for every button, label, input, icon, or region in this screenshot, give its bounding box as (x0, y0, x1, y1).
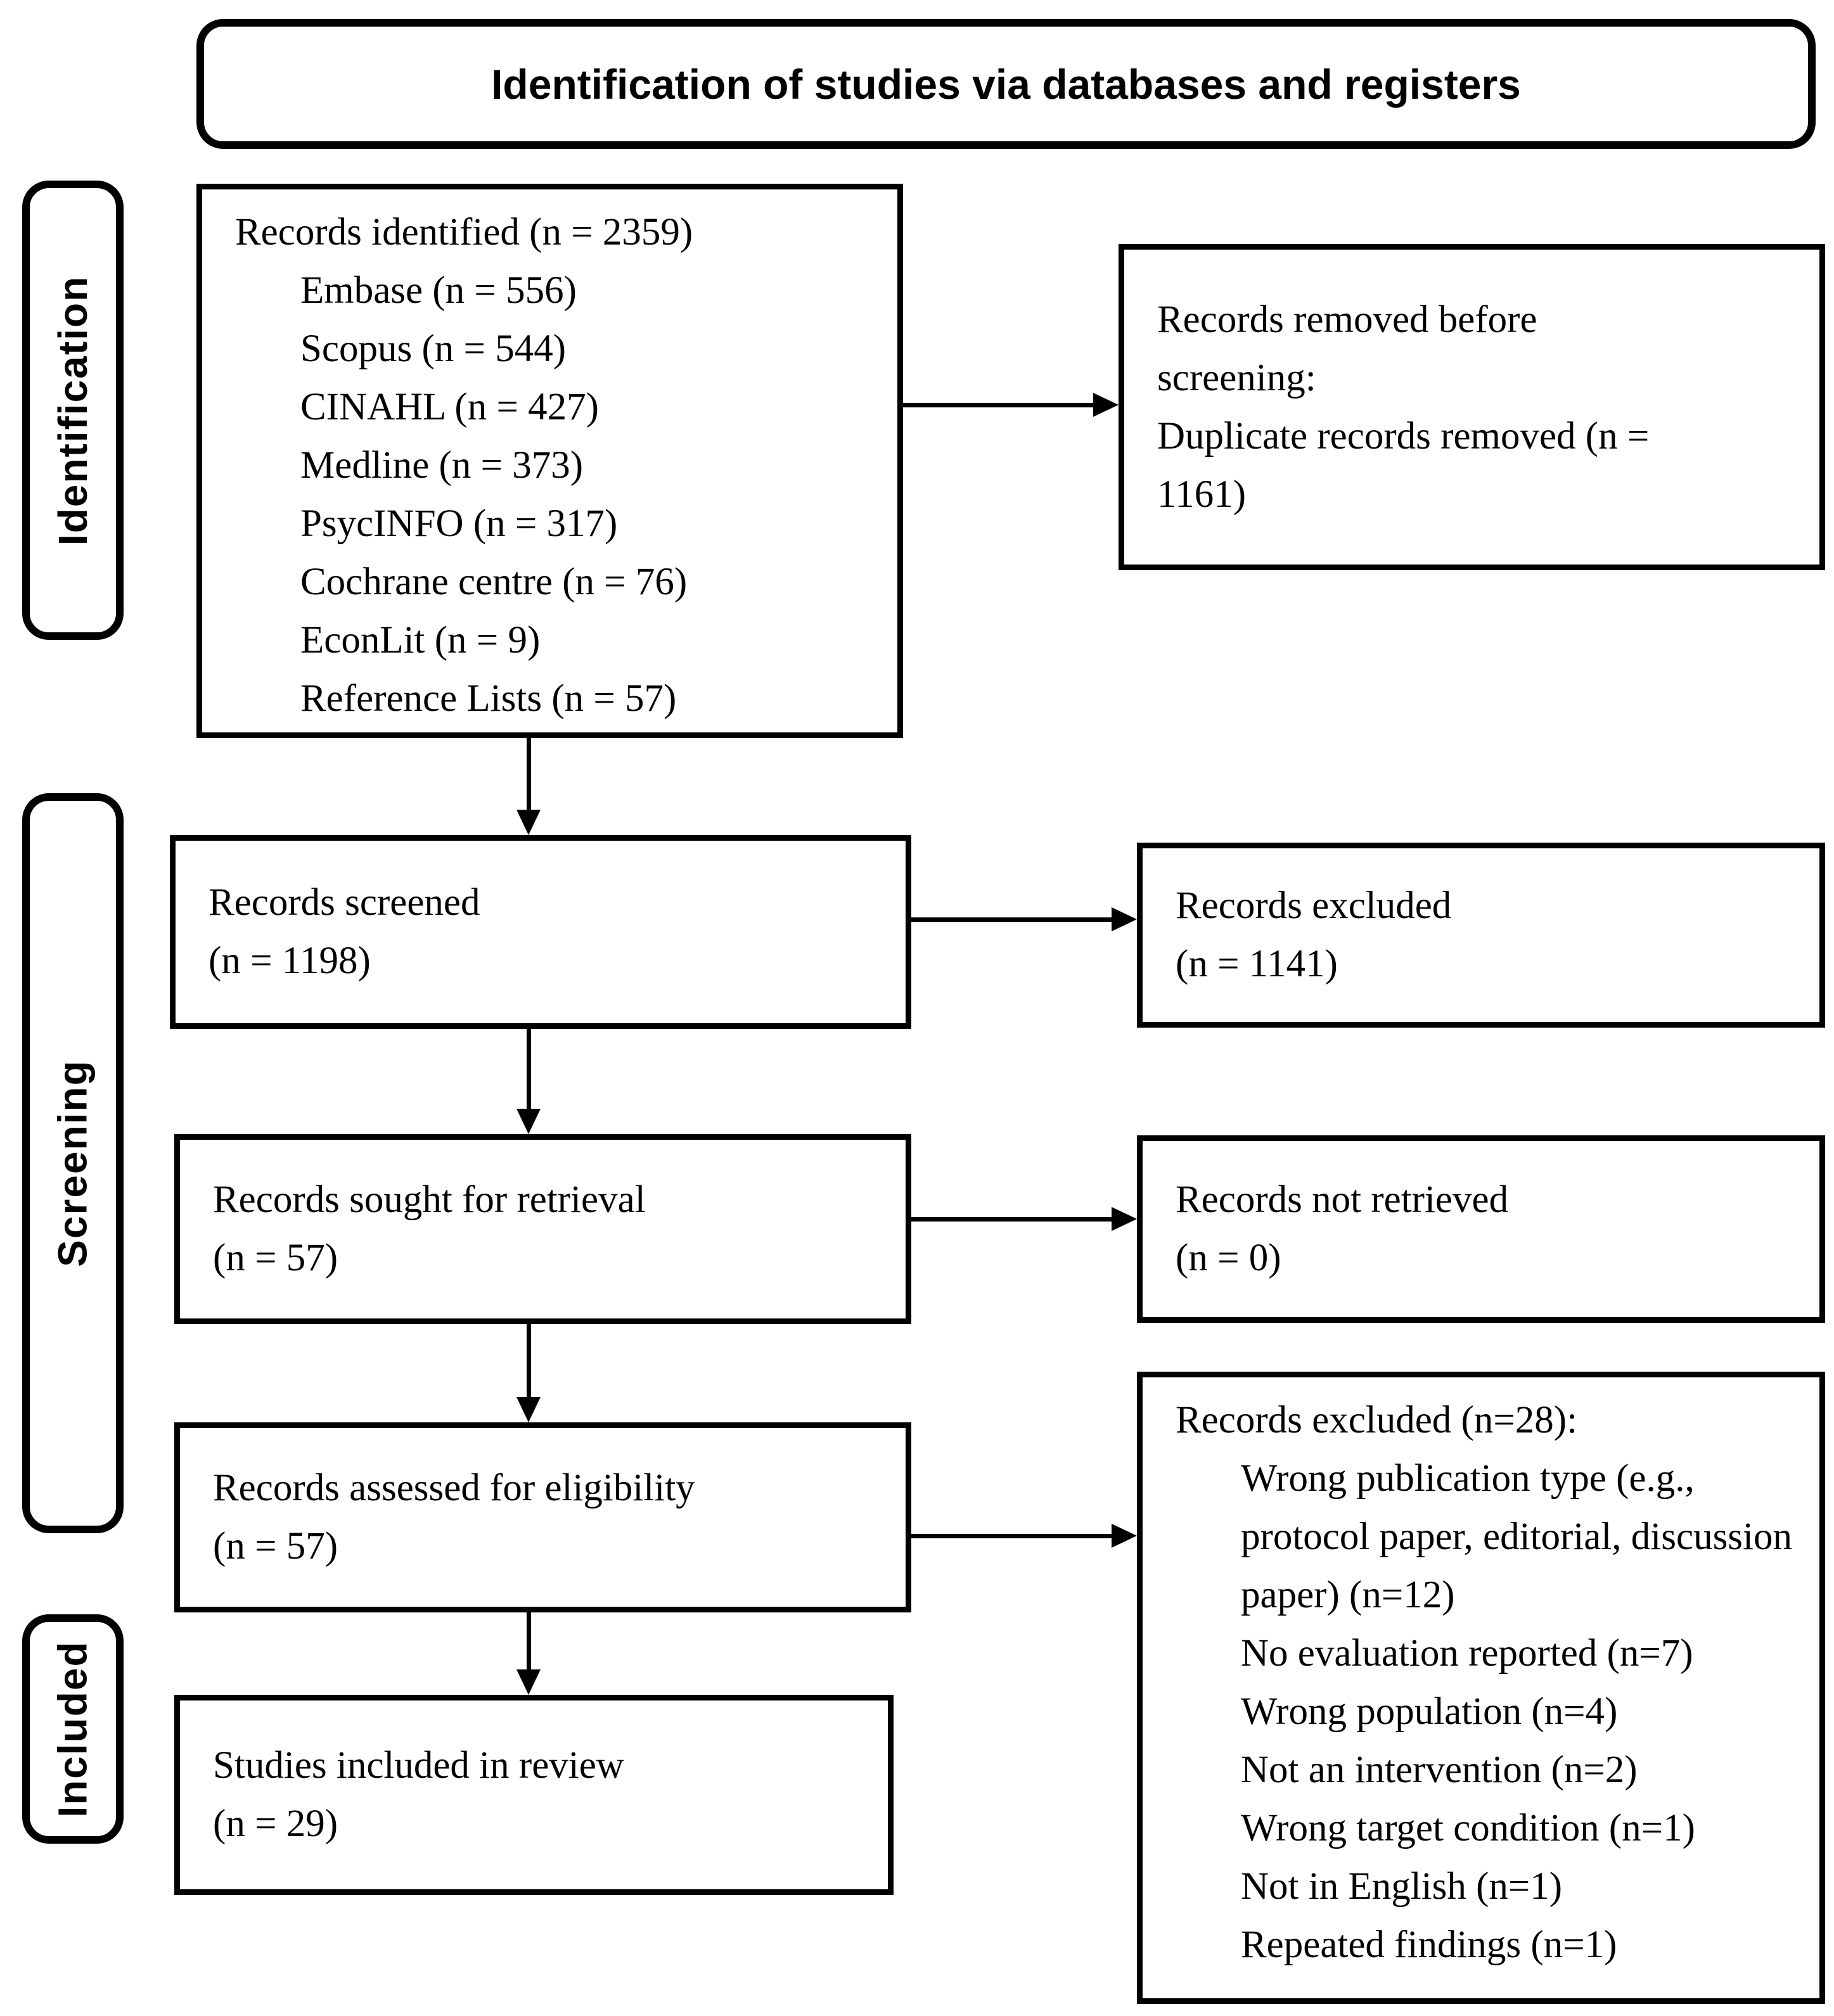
stage-label-screening: Screening (22, 793, 124, 1533)
arrowhead-right-icon (1112, 1524, 1137, 1548)
arrow-shaft (911, 1217, 1114, 1222)
box-records-not-retrieved: Records not retrieved (n = 0) (1137, 1135, 1825, 1323)
box-line: (n = 57) (213, 1525, 338, 1567)
records-identified-header: Records identified (n = 2359) (235, 211, 693, 253)
box-line: (n = 1198) (208, 940, 371, 982)
arrowhead-down-icon (516, 810, 541, 835)
reason-no-evaluation: No evaluation reported (n=7) (1241, 1632, 1693, 1675)
arrow-sought-to-assessed (516, 1324, 541, 1422)
box-line: (n = 1141) (1176, 943, 1338, 985)
box-records-excluded: Records excluded (n = 1141) (1137, 843, 1825, 1028)
box-records-sought-for-retrieval: Records sought for retrieval (n = 57) (174, 1134, 911, 1324)
stage-label-identification: Identification (22, 181, 124, 640)
stage-label-included: Included (22, 1614, 124, 1844)
box-line: Records not retrieved (1176, 1178, 1509, 1221)
box-records-screened: Records screened (n = 1198) (170, 835, 911, 1029)
arrow-assessed-to-included (516, 1612, 541, 1695)
box-records-assessed-for-eligibility: Records assessed for eligibility (n = 57… (174, 1422, 911, 1612)
stage-label-text: Screening (50, 1059, 96, 1267)
arrow-identified-to-screened (516, 738, 541, 835)
source-cochrane: Cochrane centre (n = 76) (300, 561, 688, 603)
reason-repeated-findings: Repeated findings (n=1) (1241, 1923, 1617, 1966)
box-records-removed-before-screening: Records removed before screening: Duplic… (1119, 244, 1825, 570)
box-line: Records assessed for eligibility (213, 1467, 695, 1509)
stage-label-text: Identification (50, 275, 96, 545)
arrowhead-right-icon (1112, 1207, 1137, 1231)
arrow-identified-to-removed (903, 393, 1119, 417)
box-line: (n = 57) (213, 1237, 338, 1279)
source-econlit: EconLit (n = 9) (300, 619, 541, 661)
box-line: Studies included in review (213, 1744, 624, 1787)
source-scopus: Scopus (n = 544) (300, 328, 567, 370)
box-records-identified: Records identified (n = 2359) Embase (n … (196, 184, 903, 738)
source-reference-lists: Reference Lists (n = 57) (300, 677, 677, 720)
box-line: 1161) (1157, 473, 1247, 516)
arrow-shaft (527, 1612, 531, 1672)
stage-label-text: Included (50, 1640, 96, 1818)
arrow-shaft (527, 1324, 531, 1400)
box-studies-included-in-review: Studies included in review (n = 29) (174, 1695, 894, 1895)
reason-not-in-english: Not in English (n=1) (1241, 1865, 1563, 1908)
arrowhead-down-icon (516, 1397, 541, 1422)
arrow-screened-to-excluded (911, 907, 1137, 931)
arrow-assessed-to-excluded-reasons (911, 1524, 1137, 1548)
box-line: Records sought for retrieval (213, 1178, 646, 1221)
excluded-reasons-header: Records excluded (n=28): (1176, 1399, 1578, 1441)
arrow-shaft (527, 1029, 531, 1111)
box-line: screening: (1157, 356, 1316, 399)
arrow-shaft (911, 1534, 1114, 1538)
arrowhead-right-icon (1093, 393, 1119, 417)
box-line: Records screened (208, 881, 480, 924)
arrow-screened-to-sought (516, 1029, 541, 1134)
arrow-shaft (903, 403, 1096, 407)
box-line: Duplicate records removed (n = (1157, 414, 1650, 457)
box-line: (n = 0) (1176, 1237, 1281, 1279)
source-cinahl: CINAHL (n = 427) (300, 386, 599, 428)
box-line: Records excluded (1176, 884, 1452, 927)
reason-wrong-target-condition: Wrong target condition (n=1) (1241, 1807, 1695, 1849)
source-medline: Medline (n = 373) (300, 444, 584, 487)
reason-wrong-population: Wrong population (n=4) (1241, 1690, 1618, 1733)
arrowhead-right-icon (1112, 907, 1137, 931)
arrow-shaft (527, 738, 531, 812)
source-embase: Embase (n = 556) (300, 269, 577, 312)
box-line: (n = 29) (213, 1802, 338, 1845)
arrowhead-down-icon (516, 1669, 541, 1695)
box-records-excluded-with-reasons: Records excluded (n=28): Wrong publicati… (1137, 1372, 1825, 2004)
arrow-shaft (911, 917, 1114, 922)
source-psycinfo: PsycINFO (n = 317) (300, 502, 618, 545)
diagram-title-box: Identification of studies via databases … (196, 19, 1816, 149)
box-line: Records removed before (1157, 298, 1537, 341)
arrow-sought-to-not-retrieved (911, 1207, 1137, 1231)
arrowhead-down-icon (516, 1109, 541, 1134)
reason-wrong-publication-type: Wrong publication type (e.g., protocol p… (1241, 1457, 1792, 1616)
reason-not-intervention: Not an intervention (n=2) (1241, 1749, 1638, 1791)
diagram-title: Identification of studies via databases … (491, 60, 1521, 108)
